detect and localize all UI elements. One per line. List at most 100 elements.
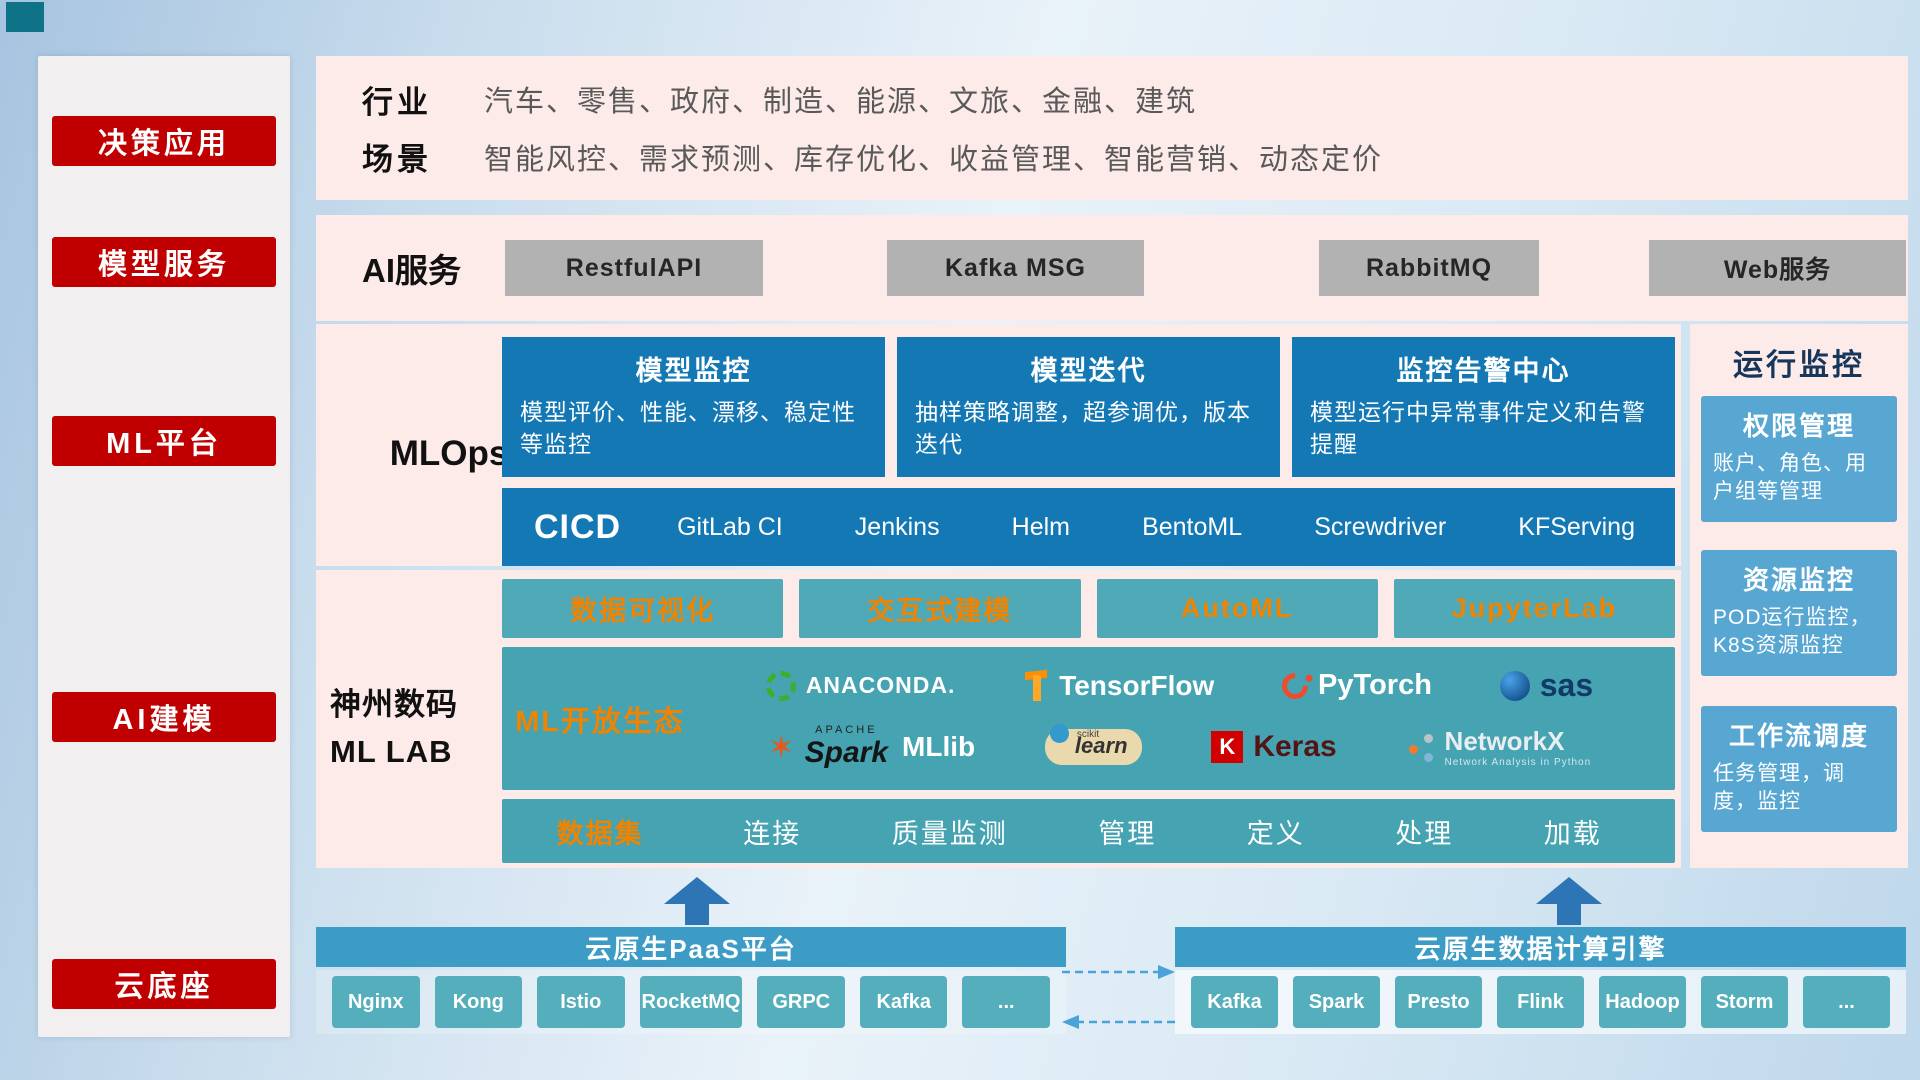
tensorflow-icon — [1023, 670, 1049, 702]
sidebar-item-decision-apps[interactable]: 决策应用 — [52, 116, 276, 166]
rabbitmq-button[interactable]: RabbitMQ — [1319, 240, 1539, 296]
cicd-label: CICD — [534, 507, 622, 546]
model-monitoring-title: 模型监控 — [635, 356, 752, 386]
storm-button[interactable]: Storm — [1701, 976, 1788, 1028]
engine-more-button[interactable]: ... — [1803, 976, 1890, 1028]
pytorch-logo-text: PyTorch — [1318, 669, 1432, 701]
dataset-items: 连接 质量监测 管理 定义 处理 加载 — [698, 812, 1675, 851]
permission-management-desc: 账户、角色、用户组等管理 — [1713, 452, 1867, 504]
ecosystem-logo-row-2: ✶ APACHE Spark MLlib — [698, 724, 1661, 770]
left-rail — [38, 56, 290, 1037]
ai-service-label: AI服务 — [362, 252, 461, 289]
spark-button[interactable]: Spark — [1293, 976, 1380, 1028]
tensorflow-logo-text: TensorFlow — [1059, 669, 1215, 701]
dataset-item-manage: 管理 — [1098, 818, 1157, 849]
dataset-item-define: 定义 — [1246, 818, 1305, 849]
paas-button-row: Nginx Kong Istio RocketMQ GRPC Kafka ... — [316, 970, 1066, 1034]
industry-scenario-band: 行业 汽车、零售、政府、制造、能源、文旅、金融、建筑 场景 智能风控、需求预测、… — [316, 56, 1908, 200]
kafka-button-left[interactable]: Kafka — [859, 976, 948, 1028]
data-engine-header: 云原生数据计算引擎 — [1175, 927, 1906, 967]
alert-center-desc: 模型运行中异常事件定义和告警提醒 — [1310, 399, 1646, 457]
alert-center-title: 监控告警中心 — [1396, 356, 1571, 386]
restfulapi-button[interactable]: RestfulAPI — [505, 240, 763, 296]
scenario-row: 场景 智能风控、需求预测、库存优化、收益管理、智能营销、动态定价 — [316, 134, 1908, 179]
sas-logo-text: sas — [1539, 667, 1594, 703]
flink-button[interactable]: Flink — [1497, 976, 1584, 1028]
automl-button[interactable]: AutoML — [1096, 579, 1378, 638]
spark-logo: ✶ APACHE Spark — [768, 724, 888, 770]
mllib-logo-text: MLlib — [902, 731, 976, 762]
spark-name-text: Spark — [804, 736, 889, 769]
ecosystem-logos: ANACONDA. TensorFlow PyTorch sas — [698, 647, 1675, 790]
kafka-msg-button[interactable]: Kafka MSG — [887, 240, 1144, 296]
sidebar-item-ai-modeling[interactable]: AI建模 — [52, 692, 276, 742]
anaconda-icon — [765, 670, 796, 701]
hadoop-button[interactable]: Hadoop — [1599, 976, 1686, 1028]
cicd-bar: CICD GitLab CI Jenkins Helm BentoML Scre… — [502, 488, 1675, 566]
sas-logo: sas — [1499, 667, 1594, 704]
keras-logo: K Keras — [1211, 730, 1337, 764]
alert-center-card: 监控告警中心 模型运行中异常事件定义和告警提醒 — [1292, 337, 1675, 477]
cicd-item-kfserving: KFServing — [1518, 512, 1635, 541]
rocketmq-button[interactable]: RocketMQ — [639, 976, 743, 1028]
networkx-subtitle: Network Analysis in Python — [1444, 757, 1592, 768]
istio-button[interactable]: Istio — [537, 976, 625, 1028]
ml-open-ecosystem-box: ML开放生态 ANACONDA. TensorFlow PyTorch — [502, 647, 1675, 790]
spark-apache-text: APACHE — [815, 724, 878, 736]
pytorch-logo: PyTorch — [1276, 667, 1432, 704]
model-iteration-card: 模型迭代 抽样策略调整，超参调优，版本迭代 — [897, 337, 1280, 477]
networkx-logo-text: NetworkX Network Analysis in Python — [1445, 726, 1592, 768]
paas-more-button[interactable]: ... — [962, 976, 1050, 1028]
ml-open-ecosystem-label: ML开放生态 — [515, 705, 685, 738]
kafka-button-right[interactable]: Kafka — [1191, 976, 1278, 1028]
industry-label: 行业 — [362, 84, 432, 120]
mllib-logo: MLlib — [902, 731, 975, 763]
web-service-button[interactable]: Web服务 — [1649, 240, 1906, 296]
up-arrow-left-stem — [685, 904, 709, 925]
dataset-item-load: 加载 — [1543, 818, 1602, 849]
interactive-modeling-button[interactable]: 交互式建模 — [799, 579, 1081, 638]
model-monitoring-desc: 模型评价、性能、漂移、稳定性等监控 — [520, 399, 856, 457]
ai-service-band: AI服务 RestfulAPI Kafka MSG RabbitMQ Web服务 — [316, 215, 1908, 321]
presto-button[interactable]: Presto — [1395, 976, 1482, 1028]
spark-mllib-group: ✶ APACHE Spark MLlib — [768, 724, 975, 770]
paas-platform-header: 云原生PaaS平台 — [316, 927, 1066, 967]
spark-logo-text: APACHE Spark — [805, 724, 888, 770]
kong-button[interactable]: Kong — [434, 976, 523, 1028]
dataset-item-connect: 连接 — [743, 818, 802, 849]
scikit-text: scikit — [1076, 729, 1100, 740]
learn-text: learn — [1074, 733, 1128, 758]
grpc-button[interactable]: GRPC — [757, 976, 845, 1028]
sidebar-item-ml-platform[interactable]: ML平台 — [52, 416, 276, 466]
ecosystem-logo-row-1: ANACONDA. TensorFlow PyTorch sas — [698, 667, 1661, 704]
resource-monitor-desc: POD运行监控，K8S资源监控 — [1713, 606, 1872, 658]
model-iteration-title: 模型迭代 — [1030, 356, 1147, 386]
scikit-learn-logo: scikit learn — [1044, 724, 1142, 765]
mllab-tools-row: 数据可视化 交互式建模 AutoML JupyterLab — [502, 579, 1675, 638]
mlops-label: MLOps — [389, 434, 509, 473]
data-engine-button-row: Kafka Spark Presto Flink Hadoop Storm ..… — [1175, 970, 1906, 1034]
mlops-cards: 模型监控 模型评价、性能、漂移、稳定性等监控 模型迭代 抽样策略调整，超参调优，… — [502, 337, 1675, 477]
permission-management-title: 权限管理 — [1742, 411, 1855, 441]
resource-monitor-card: 资源监控 POD运行监控，K8S资源监控 — [1701, 550, 1897, 676]
model-iteration-desc: 抽样策略调整，超参调优，版本迭代 — [915, 399, 1251, 457]
cicd-item-bentoml: BentoML — [1142, 512, 1243, 541]
jupyterlab-button[interactable]: JupyterLab — [1393, 579, 1675, 638]
anaconda-logo-text: ANACONDA. — [805, 672, 956, 698]
mllab-label: 神州数码 ML LAB — [330, 682, 496, 775]
runtime-monitor-title: 运行监控 — [1733, 349, 1865, 382]
resource-monitor-title: 资源监控 — [1742, 565, 1855, 595]
scenario-list: 智能风控、需求预测、库存优化、收益管理、智能营销、动态定价 — [484, 143, 1384, 176]
scikit-learn-badge: scikit learn — [1044, 724, 1142, 765]
nginx-button[interactable]: Nginx — [332, 976, 420, 1028]
up-arrow-left — [664, 877, 730, 925]
industry-row: 行业 汽车、零售、政府、制造、能源、文旅、金融、建筑 — [316, 77, 1908, 122]
cicd-item-gitlab-ci: GitLab CI — [677, 512, 783, 541]
dataset-item-process: 处理 — [1395, 818, 1454, 849]
sidebar-item-model-service[interactable]: 模型服务 — [52, 237, 276, 287]
cicd-items: GitLab CI Jenkins Helm BentoML Screwdriv… — [621, 513, 1675, 542]
cicd-item-helm: Helm — [1011, 512, 1070, 541]
sidebar-item-cloud-base[interactable]: 云底座 — [52, 959, 276, 1009]
data-visualization-button[interactable]: 数据可视化 — [502, 579, 784, 638]
workflow-scheduler-title: 工作流调度 — [1728, 721, 1869, 751]
